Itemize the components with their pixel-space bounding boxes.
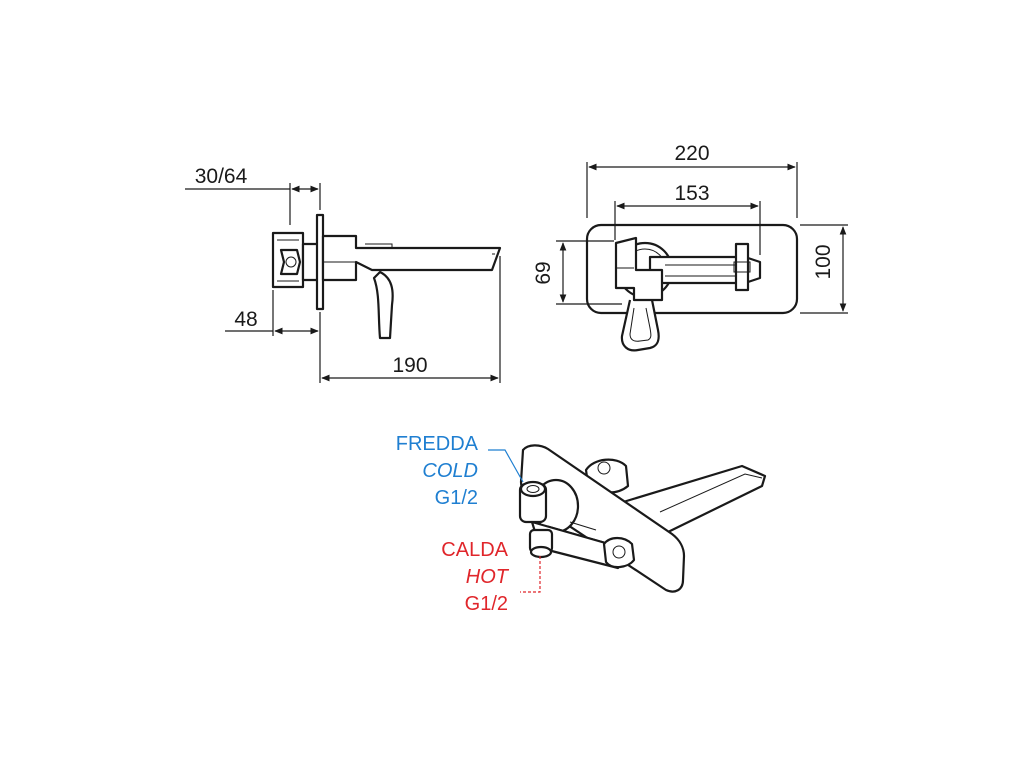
- front-valve-body: [614, 236, 664, 302]
- spout: [321, 234, 502, 282]
- dim-spout-width-label: 153: [674, 182, 709, 205]
- cold-label-it: FREDDA: [396, 433, 479, 455]
- cold-label-en: COLD: [422, 460, 478, 482]
- cold-thread-label: G1/2: [435, 487, 478, 509]
- valve-handle: [279, 248, 302, 276]
- lever-handle: [372, 270, 394, 340]
- dim-spout-length-label: 190: [392, 354, 427, 377]
- hot-label-en: HOT: [466, 566, 510, 588]
- front-cross-handle: [734, 242, 750, 292]
- dim-spout-height-label: 69: [532, 261, 555, 284]
- hot-leader-line: [520, 556, 541, 593]
- dim-projection-label: 30/64: [195, 165, 248, 188]
- hot-thread-label: G1/2: [465, 593, 508, 615]
- front-view: 220 153 69 100: [532, 142, 848, 352]
- perspective-cross-handle: [602, 536, 636, 569]
- hot-label-it: CALDA: [441, 539, 508, 561]
- front-lever: [620, 299, 660, 352]
- cold-leader-line: [488, 449, 524, 483]
- dim-plate-width-label: 220: [674, 142, 709, 165]
- side-view: 30/64 48 190: [185, 165, 502, 383]
- dim-plate-depth-label: 48: [234, 308, 257, 331]
- dim-plate-height-label: 100: [812, 244, 835, 279]
- perspective-view: FREDDA COLD G1/2 CALDA HOT G1/2: [396, 433, 767, 615]
